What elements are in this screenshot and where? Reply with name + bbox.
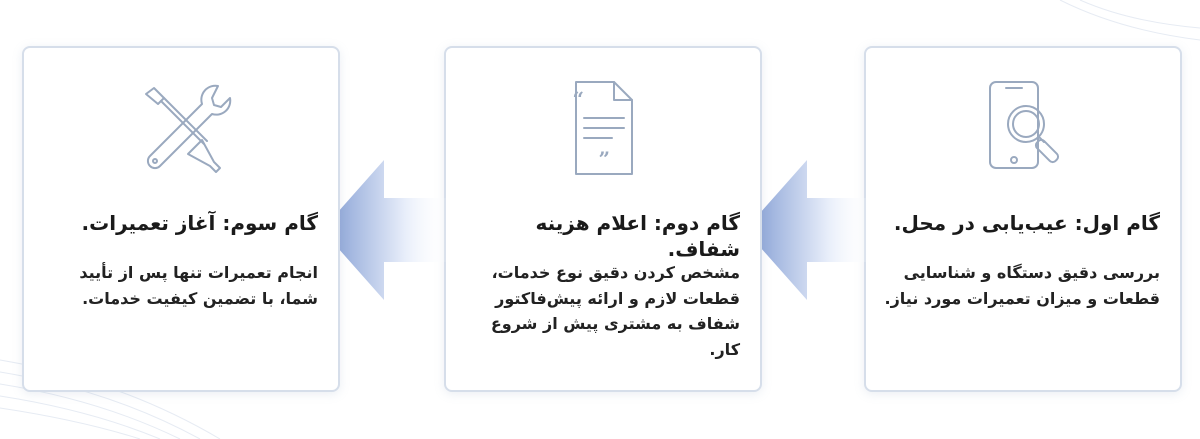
step-card-2: “ ” گام دوم: اعلام هزینه شفاف. مشخص کردن…: [444, 46, 762, 392]
arrow-left-icon: [322, 160, 450, 300]
step-3-description: انجام تعمیرات تنها پس از تأیید شما، با ت…: [79, 263, 318, 308]
step-1-description: بررسی دقیق دستگاه و شناسایی قطعات و میزا…: [884, 263, 1160, 308]
tools-icon: [145, 84, 232, 173]
svg-text:“: “: [572, 87, 584, 111]
svg-text:”: ”: [598, 147, 610, 171]
quote-document-icon: “ ”: [572, 81, 633, 175]
step-2-description: مشخص کردن دقیق نوع خدمات، قطعات لازم و ا…: [490, 263, 740, 359]
step-2-title: گام دوم: اعلام هزینه شفاف.: [535, 211, 740, 261]
phone-magnifier-icon: [989, 81, 1060, 169]
step-card-3: گام سوم: آغاز تعمیرات. انجام تعمیرات تنه…: [22, 46, 340, 392]
arrow-left-icon: [745, 160, 873, 300]
step-3-title: گام سوم: آغاز تعمیرات.: [81, 211, 318, 235]
step-1-title: گام اول: عیب‌یابی در محل.: [893, 211, 1160, 235]
step-card-1: گام اول: عیب‌یابی در محل. بررسی دقیق دست…: [864, 46, 1182, 392]
